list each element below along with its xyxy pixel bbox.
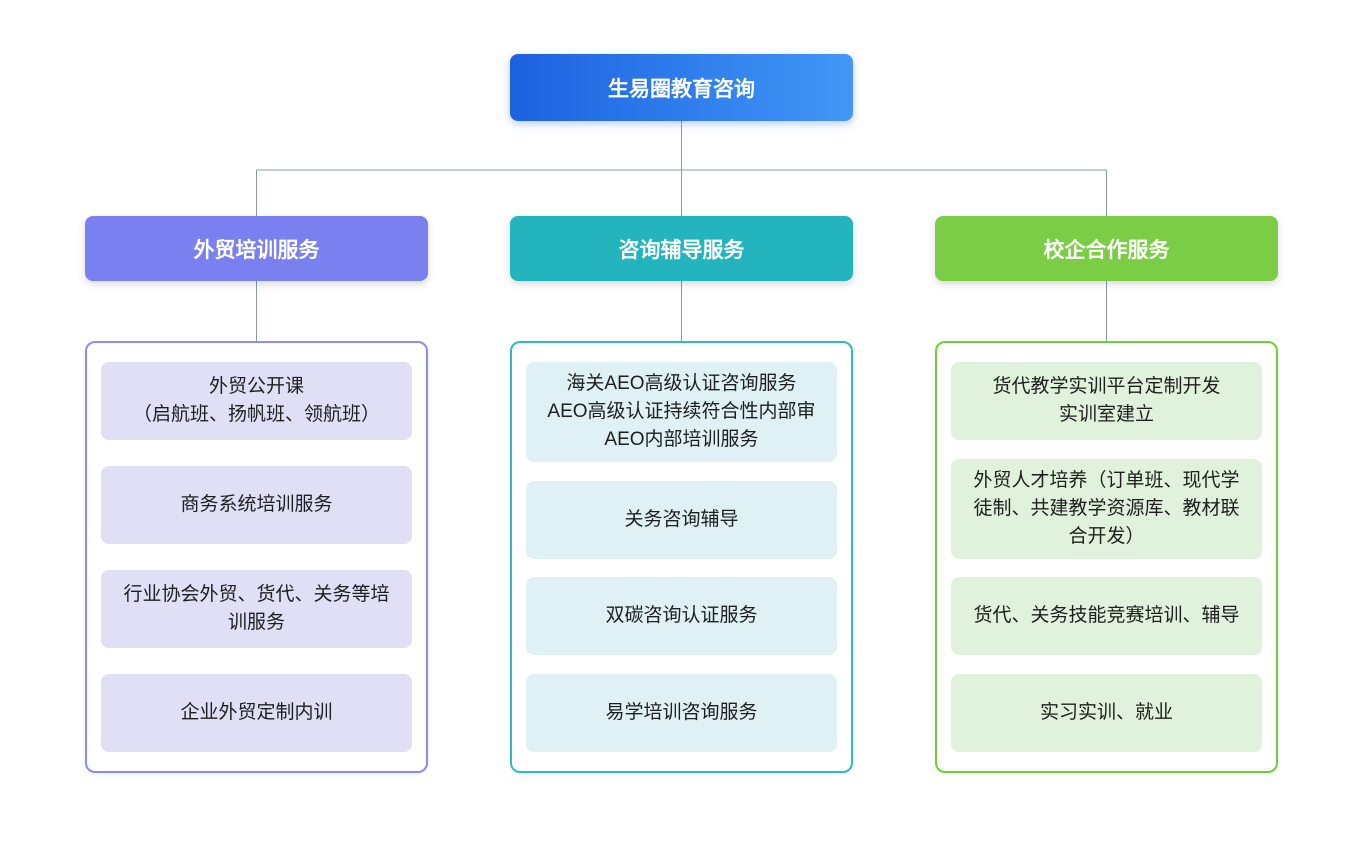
node-branch-trade-training[interactable]: 外贸培训服务 (85, 216, 428, 281)
node-consulting-item-1[interactable]: 海关AEO高级认证咨询服务 AEO高级认证持续符合性内部审 AEO内部培训服务 (526, 362, 837, 462)
node-branch-school-enterprise[interactable]: 校企合作服务 (935, 216, 1278, 281)
node-label: 实习实训、就业 (1039, 701, 1173, 723)
branch-label: 校企合作服务 (1043, 238, 1170, 262)
node-label: 企业外贸定制内训 (180, 702, 333, 723)
node-label: 关务咨询辅导 (624, 508, 739, 530)
branch-label: 咨询辅导服务 (618, 238, 745, 262)
group-trade-training-children: 外贸公开课 （启航班、扬帆班、领航班） 商务系统培训服务 行业协会外贸、货代、关… (85, 341, 428, 773)
node-label: 商务系统培训服务 (180, 494, 333, 515)
node-label: 行业协会外贸、货代、关务等培训服务 (123, 584, 390, 633)
node-trade-training-item-2[interactable]: 商务系统培训服务 (101, 466, 412, 544)
group-school-enterprise-children: 货代教学实训平台定制开发 实训室建立 外贸人才培养（订单班、现代学徒制、共建教学… (935, 341, 1278, 773)
node-school-enterprise-item-1[interactable]: 货代教学实训平台定制开发 实训室建立 (951, 362, 1262, 440)
node-consulting-item-3[interactable]: 双碳咨询认证服务 (526, 577, 837, 656)
node-label: 外贸公开课 （启航班、扬帆班、领航班） (132, 376, 380, 425)
node-trade-training-item-1[interactable]: 外贸公开课 （启航班、扬帆班、领航班） (101, 362, 412, 440)
node-label: 货代教学实训平台定制开发 实训室建立 (992, 376, 1221, 425)
node-school-enterprise-item-2[interactable]: 外贸人才培养（订单班、现代学徒制、共建教学资源库、教材联合开发） (951, 458, 1262, 559)
group-consulting-coaching-children: 海关AEO高级认证咨询服务 AEO高级认证持续符合性内部审 AEO内部培训服务 … (510, 341, 853, 773)
node-consulting-item-2[interactable]: 关务咨询辅导 (526, 480, 837, 559)
node-school-enterprise-item-3[interactable]: 货代、关务技能竞赛培训、辅导 (951, 577, 1262, 656)
node-label: 货代、关务技能竞赛培训、辅导 (973, 605, 1240, 627)
branch-label: 外贸培训服务 (193, 238, 320, 262)
node-label: 双碳咨询认证服务 (605, 605, 758, 627)
node-root-label: 生易圈教育咨询 (608, 77, 755, 101)
node-root[interactable]: 生易圈教育咨询 (510, 54, 853, 121)
node-school-enterprise-item-4[interactable]: 实习实训、就业 (951, 673, 1262, 752)
node-label: 外贸人才培养（订单班、现代学徒制、共建教学资源库、教材联合开发） (973, 469, 1240, 547)
node-label: 海关AEO高级认证咨询服务 AEO高级认证持续符合性内部审 AEO内部培训服务 (547, 373, 816, 450)
node-trade-training-item-3[interactable]: 行业协会外贸、货代、关务等培训服务 (101, 570, 412, 648)
node-branch-consulting-coaching[interactable]: 咨询辅导服务 (510, 216, 853, 281)
node-label: 易学培训咨询服务 (605, 701, 758, 723)
node-trade-training-item-4[interactable]: 企业外贸定制内训 (101, 674, 412, 752)
node-consulting-item-4[interactable]: 易学培训咨询服务 (526, 673, 837, 752)
